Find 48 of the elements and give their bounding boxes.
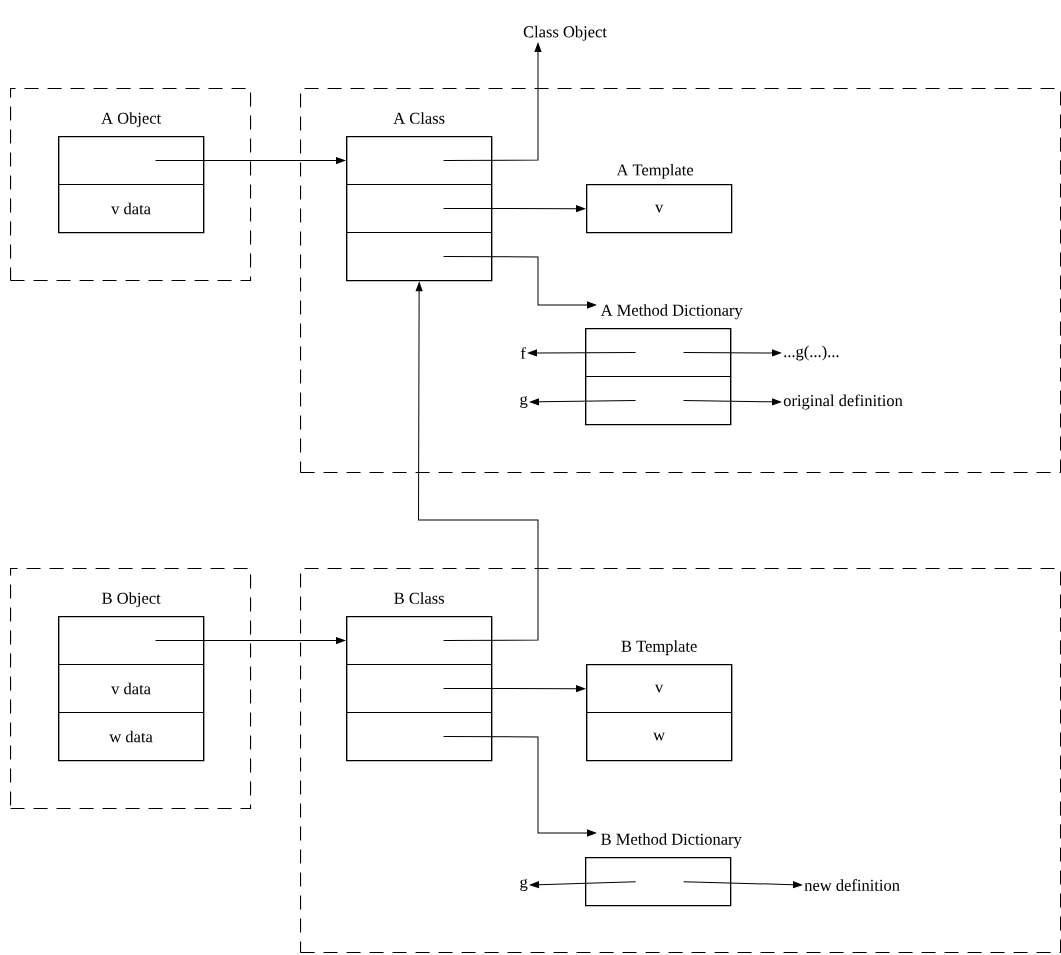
node-label: A Object bbox=[101, 112, 162, 128]
record-cell bbox=[346, 184, 493, 234]
arrow bbox=[530, 398, 637, 406]
record-cell bbox=[585, 328, 732, 378]
record-box: B Method Dictionary bbox=[585, 833, 742, 907]
arrow bbox=[155, 637, 345, 644]
record-cell bbox=[58, 616, 205, 666]
record-cell bbox=[346, 712, 493, 762]
arrow bbox=[443, 685, 585, 693]
text-label: new definition bbox=[804, 879, 900, 891]
node-label: A Class bbox=[393, 112, 445, 124]
arrow bbox=[155, 157, 345, 164]
record-cell: v data bbox=[58, 664, 205, 714]
record-cell bbox=[346, 136, 493, 186]
record-cell: v data bbox=[58, 184, 205, 234]
node-label: B Object bbox=[102, 592, 161, 608]
record-cell bbox=[346, 664, 493, 714]
arrow bbox=[415, 282, 539, 642]
arrow bbox=[683, 349, 781, 357]
record-cell bbox=[346, 616, 493, 666]
node-label: B Template bbox=[621, 640, 697, 656]
record-cell bbox=[585, 376, 732, 426]
record-cell: w bbox=[586, 712, 733, 762]
record-cell: v bbox=[586, 664, 733, 714]
record-cell bbox=[58, 136, 205, 186]
arrow bbox=[530, 881, 637, 889]
arrow bbox=[683, 398, 781, 406]
arrow bbox=[443, 736, 596, 837]
arrow bbox=[528, 349, 637, 357]
record-cell: w data bbox=[58, 712, 205, 762]
arrow bbox=[683, 881, 802, 889]
text-label: g bbox=[520, 396, 528, 408]
dashed-region bbox=[10, 88, 252, 282]
record-cell bbox=[346, 232, 493, 282]
dashed-region bbox=[10, 568, 252, 810]
node-label: A Template bbox=[616, 163, 694, 179]
text-label: g bbox=[520, 879, 528, 891]
text-label: Class Object bbox=[523, 25, 607, 41]
arrow bbox=[443, 205, 585, 213]
text-label: f bbox=[520, 347, 526, 359]
node-label: B Method Dictionary bbox=[601, 833, 742, 849]
node-label: B Class bbox=[394, 592, 444, 604]
arrow bbox=[443, 256, 596, 309]
arrow bbox=[443, 43, 542, 162]
text-label: ...g(...)... bbox=[784, 345, 839, 361]
text-label: original definition bbox=[783, 394, 903, 410]
node-label: A Method Dictionary bbox=[600, 304, 743, 320]
record-box: A Template v bbox=[586, 163, 733, 234]
